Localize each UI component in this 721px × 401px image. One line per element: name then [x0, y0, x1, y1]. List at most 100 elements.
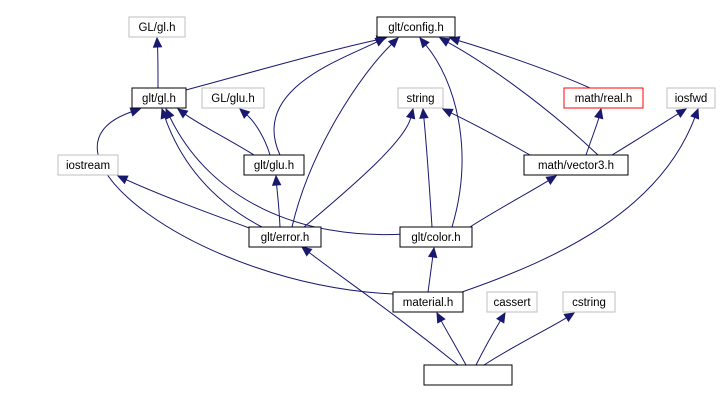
arrow-head-icon	[545, 175, 558, 186]
node-label: glt/color.h	[411, 232, 460, 244]
edge-line	[273, 41, 378, 156]
edge-glt_color-to-glt_config	[419, 37, 463, 228]
edge-line	[469, 180, 549, 228]
arrow-head-icon	[563, 312, 576, 323]
node-math-vector3[interactable]: math/vector3.h	[523, 154, 629, 176]
edge-line	[291, 43, 392, 228]
node-label: material.cpp	[437, 370, 500, 382]
node-box	[392, 291, 464, 313]
node-label: iosfwd	[675, 93, 708, 105]
node-cstring: cstring	[562, 291, 616, 313]
node-iostream: iostream	[57, 154, 119, 176]
arrow-head-icon	[239, 108, 251, 119]
node-box	[486, 291, 538, 313]
edge-line	[427, 256, 434, 293]
edge-line	[440, 320, 467, 366]
edge-material_cpp-to-material_h	[436, 311, 467, 366]
node-label: glt/glu.h	[254, 160, 294, 172]
arrow-head-icon	[438, 37, 451, 47]
edge-glt_error-to-iostream	[116, 175, 253, 230]
arrow-head-icon	[594, 107, 604, 120]
edges-layer	[96, 35, 700, 366]
node-cassert: cassert	[486, 291, 538, 313]
node-box	[562, 291, 616, 313]
node-box	[243, 154, 305, 176]
edge-math_vector3-to-glt_config	[438, 37, 599, 156]
arrow-head-icon	[129, 107, 142, 117]
edge-material_cpp-to-glt_error	[301, 246, 459, 366]
node-label: material.h	[403, 297, 454, 309]
node-math-real[interactable]: math/real.h	[563, 87, 644, 109]
edge-glt_error-to-glt_config	[291, 37, 399, 228]
edge-glt_error-to-glt_glu	[271, 174, 282, 228]
edge-glt_glu-to-glt_config	[273, 37, 387, 156]
node-gl-h-ext: GL/gl.h	[128, 16, 186, 38]
edge-math_vector3-to-math_real	[585, 107, 604, 156]
node-glt-gl[interactable]: glt/gl.h	[131, 87, 187, 109]
edge-line	[461, 117, 696, 293]
edge-glt_color-to-math_vector3	[469, 175, 558, 228]
edge-glt_error-to-string	[303, 107, 416, 228]
node-box	[57, 154, 119, 176]
node-box	[128, 16, 186, 38]
node-box	[666, 87, 716, 109]
arrow-head-icon	[496, 311, 506, 324]
edge-line	[425, 44, 463, 228]
node-glt-error[interactable]: glt/error.h	[248, 226, 322, 248]
edge-line	[303, 117, 412, 228]
edge-math_real-to-glt_config	[448, 36, 591, 89]
node-box	[523, 154, 629, 176]
edge-material_cpp-to-cstring	[483, 312, 576, 366]
node-label: GL/glu.h	[211, 93, 254, 105]
node-box	[248, 226, 322, 248]
arrow-head-icon	[419, 107, 429, 119]
node-label: string	[406, 93, 434, 105]
node-label: GL/gl.h	[138, 22, 175, 34]
edge-glt_glu-to-gl_glu_ext	[239, 108, 271, 156]
edge-line	[96, 111, 394, 295]
node-label: glt/gl.h	[142, 93, 176, 105]
arrow-head-icon	[387, 37, 399, 49]
node-glt-color[interactable]: glt/color.h	[399, 226, 473, 248]
node-material-cpp[interactable]: material.cpp	[423, 364, 513, 386]
edge-material_h-to-glt_color	[427, 246, 438, 293]
arrow-head-icon	[448, 36, 461, 46]
node-glt-glu[interactable]: glt/glu.h	[243, 154, 305, 176]
node-label: iostream	[66, 160, 110, 172]
edge-line	[308, 252, 459, 366]
edge-line	[185, 39, 378, 91]
node-box	[376, 16, 456, 38]
edge-line	[169, 116, 406, 236]
arrow-head-icon	[690, 107, 700, 120]
edge-line	[458, 40, 591, 89]
node-box	[423, 364, 513, 386]
edge-line	[184, 113, 255, 156]
node-box	[131, 87, 187, 109]
node-label: math/real.h	[575, 93, 633, 105]
arrow-head-icon	[177, 108, 189, 119]
node-label: cstring	[572, 297, 606, 309]
edge-material_h-to-glt_gl	[96, 107, 394, 295]
edge-line	[447, 41, 599, 156]
edge-line	[246, 114, 271, 156]
node-gl-glu-ext: GL/glu.h	[201, 87, 265, 109]
edge-math_vector3-to-iosfwd	[611, 108, 688, 156]
arrow-head-icon	[406, 107, 416, 120]
arrow-head-icon	[301, 246, 313, 257]
edge-line	[423, 117, 433, 228]
edge-line	[585, 117, 600, 156]
node-label: cassert	[493, 297, 531, 309]
node-glt-config[interactable]: glt/config.h	[376, 16, 456, 38]
edge-line	[611, 113, 679, 156]
edge-glt_error-to-glt_gl	[160, 107, 263, 228]
arrow-head-icon	[116, 175, 129, 185]
node-box	[201, 87, 265, 109]
node-material-h[interactable]: material.h	[392, 291, 464, 313]
node-label: glt/config.h	[388, 22, 444, 34]
arrow-head-icon	[427, 246, 438, 259]
node-label: glt/error.h	[261, 232, 310, 244]
arrow-head-icon	[152, 36, 163, 48]
edge-line	[483, 317, 567, 366]
arrow-head-icon	[271, 174, 282, 186]
